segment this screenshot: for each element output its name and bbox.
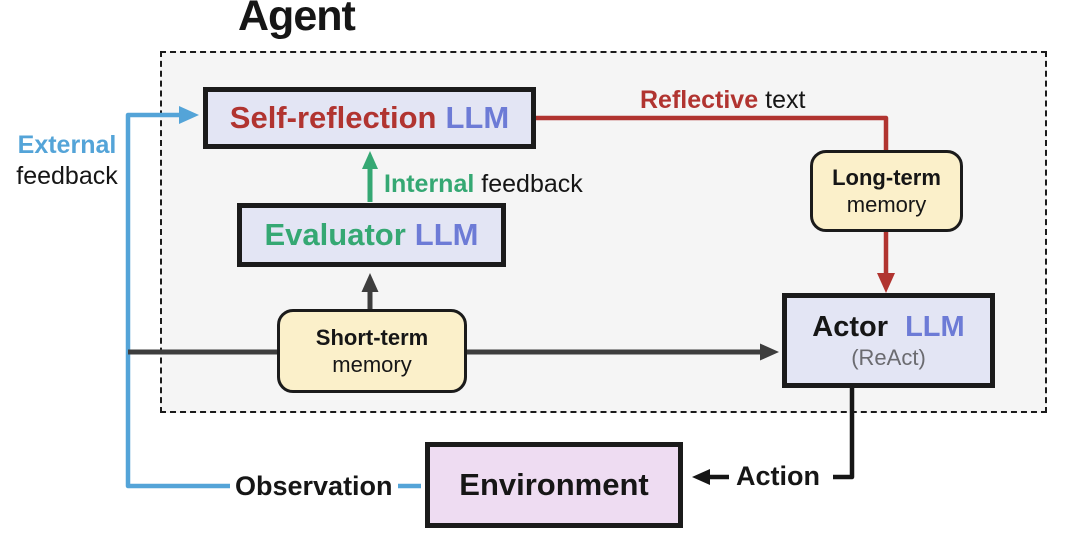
- evaluator-type: LLM: [414, 217, 479, 252]
- internal-feedback-accent: Internal: [384, 170, 475, 198]
- agent-title: Agent: [238, 0, 356, 40]
- external-feedback-accent: External: [17, 131, 117, 159]
- evaluator-name: Evaluator: [264, 217, 406, 252]
- internal-feedback-rest: feedback: [481, 170, 583, 198]
- actor-llm-node: Actor LLM (ReAct): [782, 293, 995, 388]
- external-feedback-label: External feedback: [8, 130, 126, 193]
- evaluator-llm-node: Evaluator LLM: [237, 203, 506, 267]
- self-reflection-llm-node: Self-reflection LLM: [203, 87, 536, 149]
- reflective-text-rest: text: [765, 86, 806, 114]
- external-feedback-arrow: [125, 106, 230, 489]
- short-term-line1: Short-term: [315, 324, 429, 350]
- actor-type: LLM: [905, 311, 965, 344]
- external-feedback-rest: feedback: [16, 162, 118, 191]
- self-reflection-type: LLM: [445, 100, 510, 135]
- actor-name: Actor: [812, 311, 889, 344]
- action-label: Action: [736, 461, 820, 491]
- actor-subtitle: (ReAct): [851, 344, 926, 370]
- environment-node: Environment: [425, 442, 683, 528]
- long-term-memory-node: Long-term memory: [810, 150, 963, 232]
- short-term-memory-node: Short-term memory: [277, 309, 467, 393]
- actor-title: Actor LLM: [812, 311, 964, 344]
- environment-label: Environment: [459, 467, 649, 502]
- reflective-text-line: [536, 115, 889, 162]
- self-reflection-name: Self-reflection: [229, 100, 437, 135]
- long-term-line1: Long-term: [832, 164, 941, 190]
- short-term-line2: memory: [332, 352, 412, 377]
- action-line: [833, 384, 855, 480]
- reflective-text-accent: Reflective: [640, 86, 759, 114]
- long-term-line2: memory: [846, 192, 927, 217]
- observation-label: Observation: [235, 471, 393, 501]
